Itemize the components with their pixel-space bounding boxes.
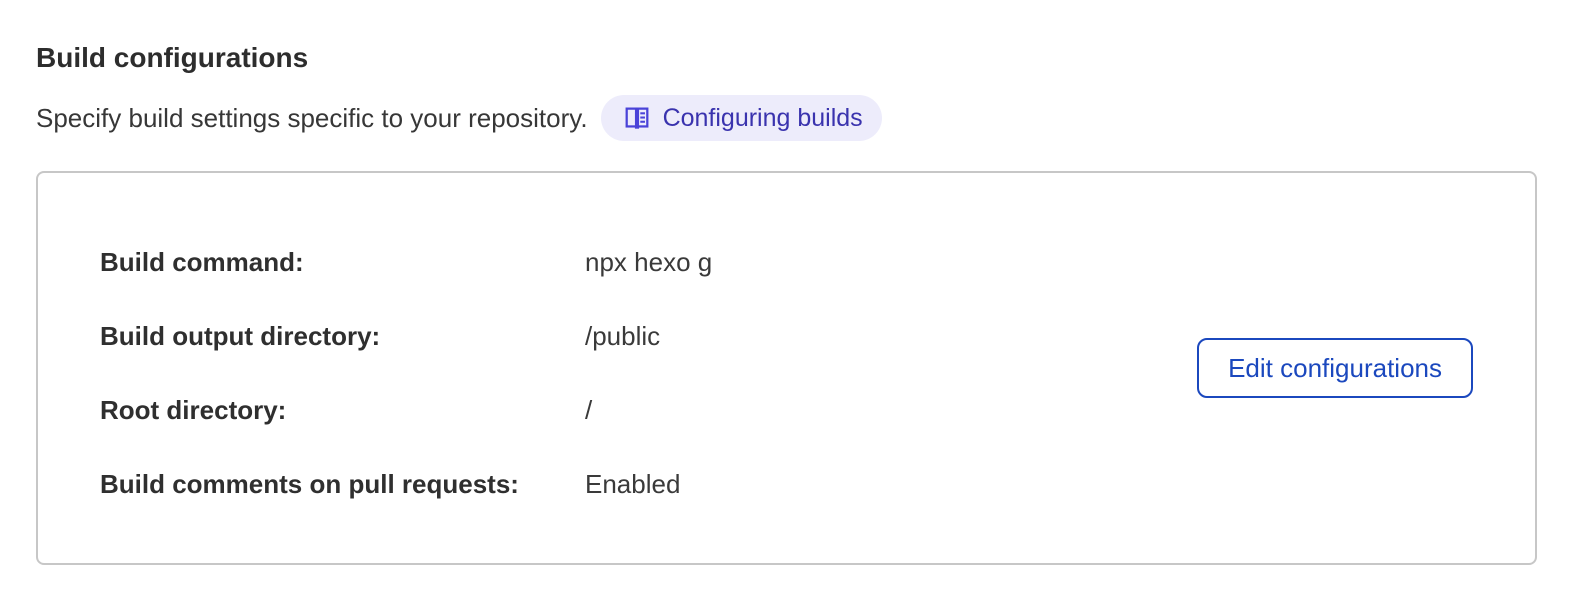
config-value: / (585, 395, 593, 425)
build-config-card: Build command: npx hexo g Build output d… (36, 171, 1537, 565)
config-label: Root directory: (100, 395, 287, 425)
config-row-root-directory: Root directory: / (100, 395, 1535, 425)
config-label: Build command: (100, 247, 304, 277)
config-value: Enabled (585, 469, 681, 499)
book-open-icon (622, 103, 652, 133)
config-value: /public (585, 321, 661, 351)
doc-link-label: Configuring builds (662, 103, 863, 132)
config-row-build-command: Build command: npx hexo g (100, 247, 1535, 277)
config-row-build-output-directory: Build output directory: /public (100, 321, 1535, 351)
config-value: npx hexo g (585, 247, 713, 277)
page-title: Build configurations (36, 42, 309, 73)
configuring-builds-doc-link[interactable]: Configuring builds (600, 95, 882, 141)
config-label: Build comments on pull requests: (100, 469, 519, 499)
config-label: Build output directory: (100, 321, 381, 351)
config-rows: Build command: npx hexo g Build output d… (100, 247, 1535, 499)
section-description: Specify build settings specific to your … (36, 102, 588, 133)
build-configurations-section: Build configurations Specify build setti… (36, 42, 1537, 565)
section-description-row: Specify build settings specific to your … (36, 95, 1537, 141)
config-row-build-comments: Build comments on pull requests: Enabled (100, 469, 1535, 499)
edit-configurations-button[interactable]: Edit configurations (1197, 338, 1473, 398)
